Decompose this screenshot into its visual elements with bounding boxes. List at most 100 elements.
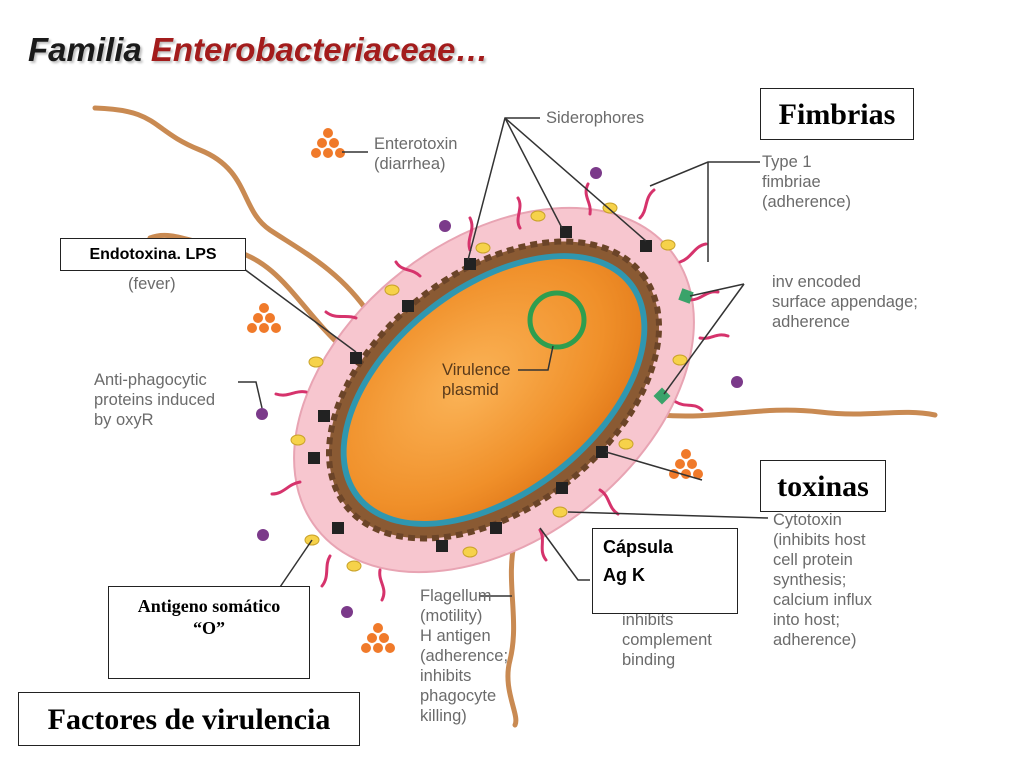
label-cytotoxin: Cytotoxin (inhibits host cell protein sy…: [773, 510, 872, 650]
label-line: calcium influx: [773, 591, 873, 609]
surface-protein: [464, 258, 476, 270]
free-protein: [590, 167, 602, 179]
bleb: [530, 210, 546, 222]
fimbria: [516, 196, 522, 230]
fimbria: [320, 554, 332, 588]
label-line: complement: [622, 631, 712, 649]
free-proteins: [256, 167, 743, 618]
box-capsula-line1: Cápsula: [603, 537, 674, 557]
bleb: [308, 356, 324, 368]
surface-protein: [308, 452, 320, 464]
label-line: inhibits: [622, 611, 674, 629]
surface-protein: [596, 446, 608, 458]
leader-plasmid: [518, 345, 554, 371]
bleb: [475, 242, 491, 254]
box-antigeno-line1: Antigeno somático: [137, 596, 281, 616]
box-toxinas-text: toxinas: [777, 470, 869, 503]
label-line: by oxyR: [94, 411, 154, 429]
fimbria: [274, 390, 308, 397]
leader-cytotoxin: [567, 511, 769, 519]
surface-protein: [402, 300, 414, 312]
label-line: adherence: [772, 313, 850, 331]
fimbria: [394, 260, 422, 278]
bleb: [384, 284, 400, 296]
bleb: [618, 438, 634, 450]
box-fimbrias: Fimbrias: [760, 88, 914, 140]
fimbria: [378, 568, 386, 602]
label-line: into host;: [773, 611, 840, 629]
bleb: [672, 354, 688, 366]
bleb: [290, 434, 306, 446]
leader-antiphago: [238, 381, 263, 409]
fimbria: [638, 188, 656, 220]
slide-title: Familia Enterobacteriaceae…: [28, 30, 488, 70]
label-line: fimbriae: [762, 173, 821, 191]
label-line: killing): [420, 707, 467, 725]
fimbria: [688, 290, 720, 302]
label-line: adherence): [773, 631, 857, 649]
bleb: [346, 560, 362, 572]
surface-protein: [640, 240, 652, 252]
fimbria: [270, 480, 302, 496]
box-capsula: Cápsula Ag K: [592, 528, 738, 614]
leader-inv: [689, 283, 745, 297]
label-inv: inv encoded surface appendage; adherence: [772, 272, 918, 332]
fimbria: [678, 242, 708, 264]
label-line: inv encoded: [772, 273, 861, 291]
flagellum: [92, 105, 373, 318]
label-line: Type 1: [762, 153, 812, 171]
box-factores-text: Factores de virulencia: [47, 703, 331, 736]
fimbriae: [270, 182, 730, 602]
surface-protein: [556, 482, 568, 494]
surface-protein: [318, 410, 330, 422]
box-endotoxina-text: Endotoxina. LPS: [89, 246, 217, 263]
fimbria: [467, 216, 474, 252]
leader-capsula: [539, 527, 590, 581]
fimbria: [324, 310, 358, 320]
label-line: Cytotoxin: [773, 511, 842, 529]
label-enterotoxin: Enterotoxin (diarrhea): [374, 134, 457, 174]
label-line: inhibits: [420, 667, 472, 685]
bleb: [552, 506, 568, 518]
leader-endotoxin: [231, 259, 357, 353]
bleb: [462, 546, 478, 558]
label-line: (motility): [420, 607, 483, 625]
toxin-cluster: [361, 623, 395, 653]
box-antigeno-line2: “O”: [192, 618, 225, 638]
label-line: Enterotoxin: [374, 135, 458, 153]
box-antigeno: Antigeno somático “O”: [108, 586, 310, 679]
virulence-plasmid: [527, 290, 587, 350]
label-plasmid: Virulence plasmid: [442, 360, 511, 400]
label-line: Flagellum: [420, 587, 492, 605]
flagellum: [657, 407, 938, 419]
leader-inv-2: [663, 283, 745, 395]
label-line: synthesis;: [773, 571, 847, 589]
label-line: plasmid: [442, 381, 499, 399]
box-fimbrias-text: Fimbrias: [778, 98, 896, 131]
toxin-cluster: [669, 449, 703, 479]
label-line: Anti-phagocytic: [94, 371, 207, 389]
label-flagellum: Flagellum (motility) H antigen (adherenc…: [420, 586, 508, 726]
surface-protein: [436, 540, 448, 552]
label-line: (diarrhea): [374, 155, 446, 173]
fimbria: [538, 528, 548, 562]
flagella: [92, 105, 938, 728]
flagellum: [505, 537, 519, 728]
title-familia: Familia: [28, 31, 142, 68]
box-capsula-line2: Ag K: [603, 565, 645, 585]
free-protein: [439, 220, 451, 232]
box-endotoxina: Endotoxina. LPS: [60, 238, 246, 271]
label-line: H antigen: [420, 627, 491, 645]
siderophore-receptors: [308, 226, 652, 552]
bleb: [602, 202, 618, 214]
label-line: cell protein: [773, 551, 853, 569]
leader-antigeno: [277, 539, 313, 591]
label-line: (adherence;: [420, 647, 509, 665]
label-fever: (fever): [128, 275, 176, 293]
leader-siderophores-2: [504, 117, 563, 229]
fimbria: [674, 400, 704, 412]
inv-appendage: [678, 288, 694, 304]
leader-toxinas: [605, 451, 703, 481]
